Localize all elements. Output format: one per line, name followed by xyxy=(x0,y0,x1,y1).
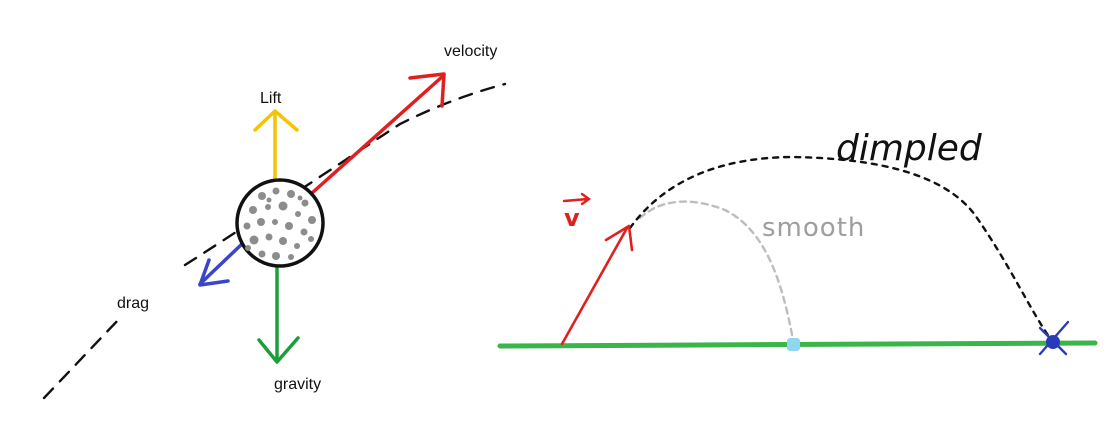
lift-arrow xyxy=(253,109,299,185)
smooth-label: smooth xyxy=(762,213,865,243)
velocity-symbol-label: v xyxy=(564,204,580,232)
dimpled-ball-path xyxy=(628,155,1052,340)
smooth-ball-path xyxy=(638,200,795,342)
trajectory-comparison: v dimpled smooth xyxy=(497,128,1098,356)
velocity-arrow xyxy=(310,72,446,195)
dimpled-landing-marker xyxy=(1038,320,1070,356)
forces-diagram: Lift velocity drag gravity xyxy=(42,43,507,400)
trajectory-path xyxy=(42,82,507,400)
lift-label: Lift xyxy=(260,90,282,107)
dimpled-label: dimpled xyxy=(836,128,983,169)
ball-dimples xyxy=(243,187,316,260)
golf-ball xyxy=(235,178,325,268)
launch-velocity-arrow xyxy=(560,224,634,346)
vector-arrow-icon xyxy=(562,192,592,206)
drag-label: drag xyxy=(117,295,149,312)
gravity-label: gravity xyxy=(274,376,321,393)
smooth-landing-marker xyxy=(787,338,800,351)
gravity-arrow xyxy=(257,263,300,364)
velocity-label: velocity xyxy=(444,43,497,60)
velocity-symbol: v xyxy=(562,192,592,232)
drag-arrow xyxy=(198,241,245,287)
